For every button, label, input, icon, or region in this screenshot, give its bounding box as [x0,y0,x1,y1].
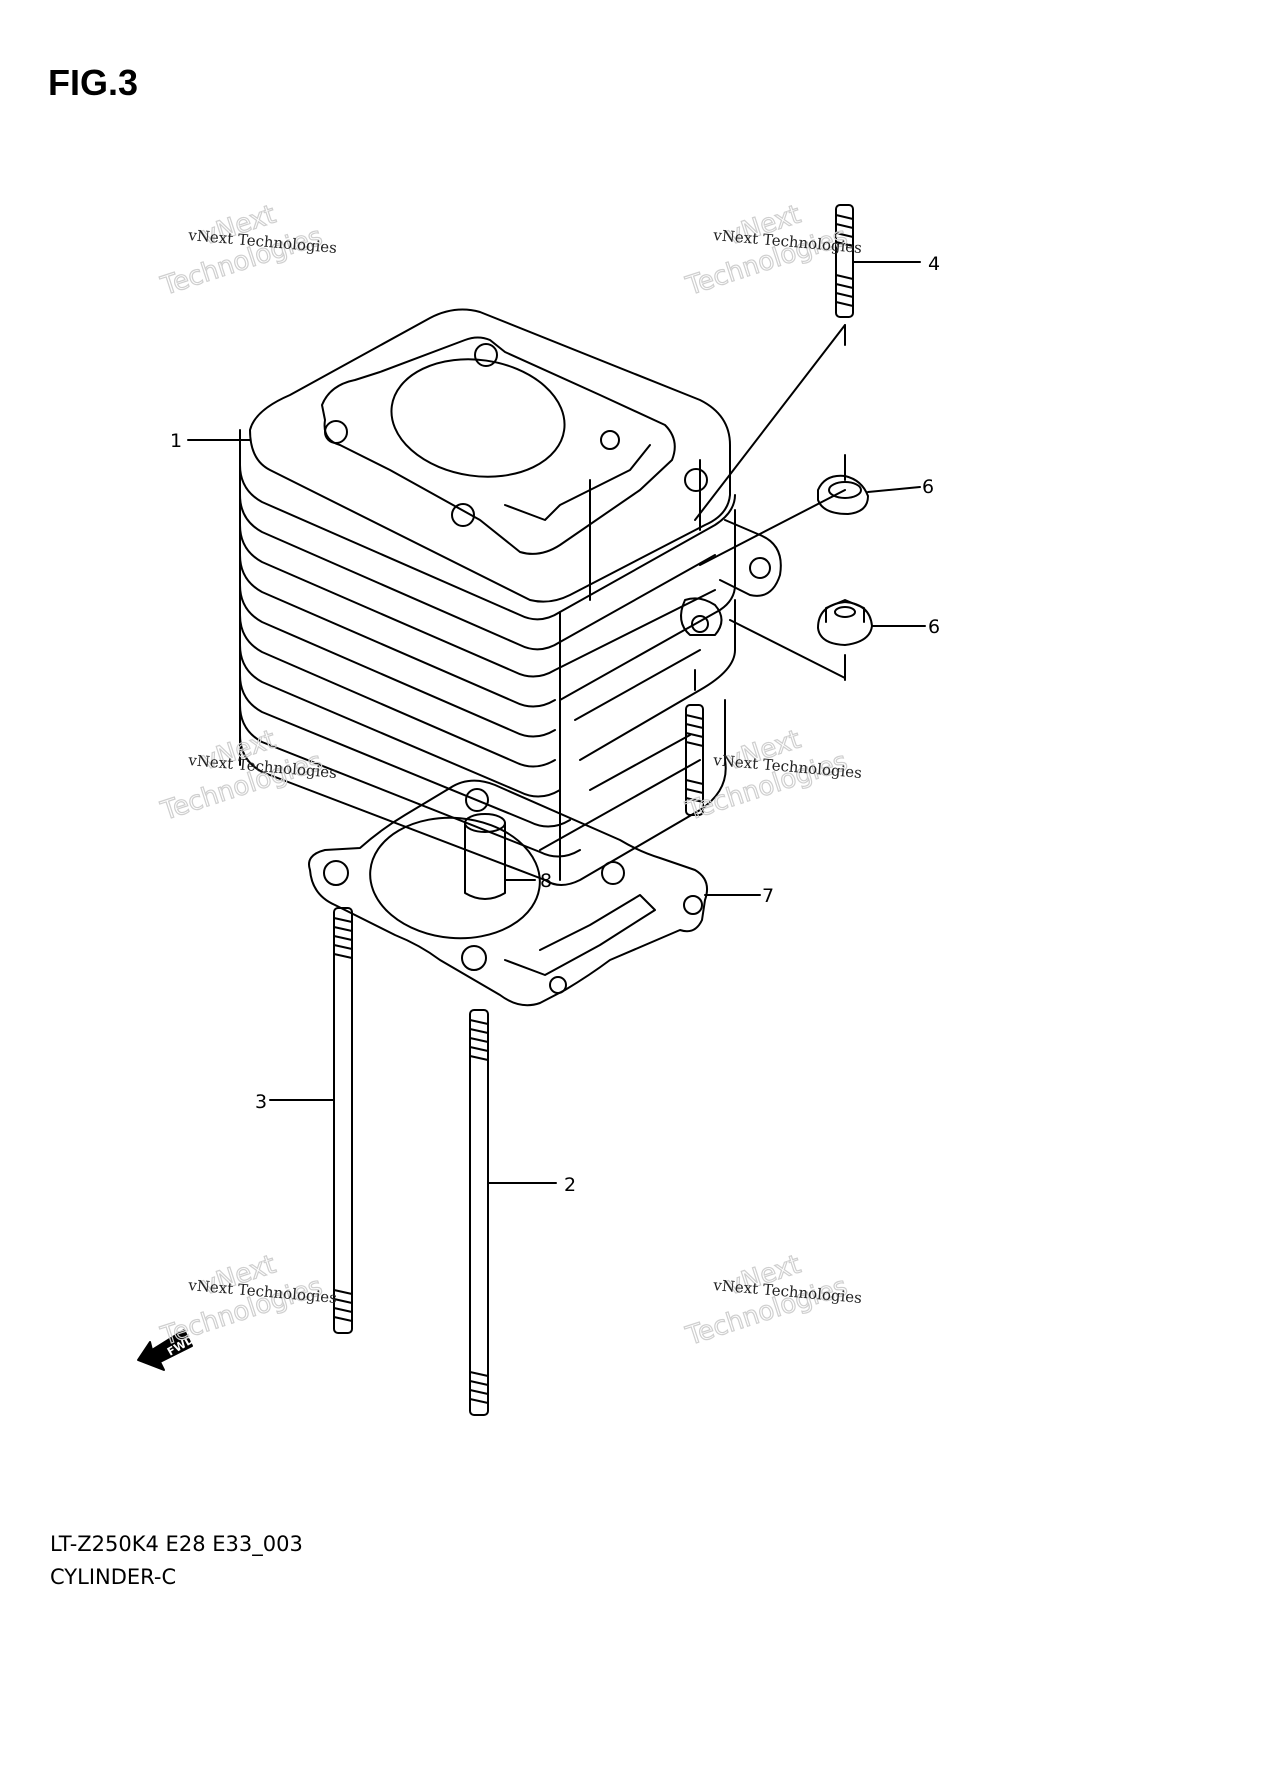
callout-2: 2 [564,1174,576,1196]
diagram-code: LT-Z250K4 E28 E33_003 [50,1532,303,1556]
stud-bolt-long-center [469,1009,489,1416]
callout-8: 8 [540,870,552,892]
callout-6-upper: 6 [922,476,934,498]
callout-4: 4 [928,253,940,275]
callout-3: 3 [255,1091,267,1113]
figure-title: FIG.3 [48,62,139,103]
stud-bolt-long-left [333,907,353,1334]
stud-bolt-short [685,704,704,816]
watermark: vNext Technologies vNext Technologies vN… [156,199,862,1353]
flange-nut-lower [817,599,873,646]
callout-6-lower: 6 [928,616,940,638]
cylinder-block [239,308,782,886]
flange-nut-upper [817,474,869,515]
callout-1: 1 [170,430,182,452]
forward-arrow-icon [137,1329,193,1371]
diagram-name: CYLINDER-C [50,1565,177,1589]
callout-7: 7 [762,885,774,907]
dowel-pin [464,813,506,900]
cylinder-gasket [308,779,708,1007]
